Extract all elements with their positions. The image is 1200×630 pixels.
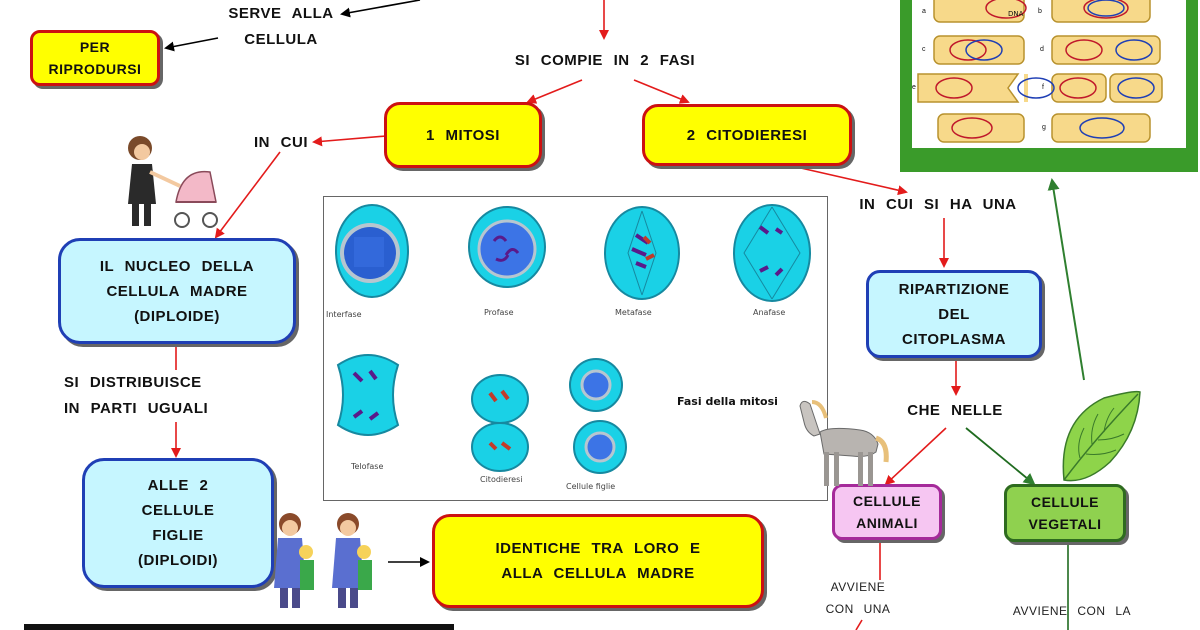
letter-d: d [1040,46,1044,53]
mitosis-illustration [335,204,811,474]
letter-g: g [1042,124,1046,131]
in-cui-label: IN CUI [254,134,308,151]
che-nelle-label: CHE NELLE [907,402,1003,419]
horse-illustration [799,400,889,486]
cellule-vegetali-box: CELLULE VEGETALI [1004,484,1126,542]
cellule-figlie-box: ALLE 2 CELLULE FIGLIE (DIPLOIDI) [82,458,274,588]
arrow-to-in-cui [312,135,387,147]
telofase-cell [336,354,400,436]
citodieresi-cells [471,374,529,472]
label-cellule-figlie: Cellule figlie [566,482,616,491]
label-telofase: Telofase [351,462,384,471]
label-interfase: Interfase [326,310,362,319]
mitosis-figure-title: Fasi della mitosi [677,395,778,408]
arrow-to-citodieresi [633,79,690,104]
line-animali-down-2 [855,619,863,630]
in-cui-si-ha-una-label: IN CUI SI HA UNA [859,196,1017,213]
cellule-figlie-cells [569,358,627,474]
mitosis-phases-figure: Interfase Profase Metafase Anafase Telof… [323,196,828,501]
label-citodieresi: Citodieresi [480,475,523,484]
arrow-to-cellule-animali [884,427,947,486]
label-profase: Profase [484,308,514,317]
profase-cell [468,206,546,288]
serve-alla-cellula-label: SERVE ALLA CELLULA [228,5,334,48]
cell-division-illustration [917,0,1163,143]
cellule-animali-box: CELLULE ANIMALI [832,484,942,540]
mother-with-pram-illustration [128,136,218,228]
arrow-to-in-cui-si-ha-una [791,165,908,196]
si-compie-label: SI COMPIE IN 2 FASI [514,52,696,69]
mitosi-box: 1 MITOSI [384,102,542,168]
interfase-cell [335,204,409,298]
arrow-to-per-riprodursi [164,37,219,52]
leaf-illustration [1062,390,1141,482]
metafase-cell [604,206,680,300]
letter-a: a [922,8,926,15]
per-riprodursi-box: PER RIPRODURSI [30,30,160,86]
letter-f: f [1042,84,1044,91]
ripartizione-citoplasma-box: RIPARTIZIONE DEL CITOPLASMA [866,270,1042,358]
label-metafase: Metafase [615,308,652,317]
avviene-con-la-label: AVVIENE CON LA [1012,604,1132,618]
letter-b: b [1038,8,1042,15]
nucleo-cellula-madre-box: IL NUCLEO DELLA CELLULA MADRE (DIPLOIDE) [58,238,296,344]
arrow-to-cellule-vegetali [965,427,1036,486]
citodieresi-box: 2 CITODIERESI [642,104,852,166]
parents-with-children-illustration [274,513,372,608]
cell-division-figure: DNA a b c d e f g [900,0,1198,172]
arrow-to-division-figure [1047,178,1085,381]
arrow-to-nucleo [214,151,281,239]
letter-e: e [912,84,916,91]
dna-label: DNA [1008,10,1024,18]
identiche-box: IDENTICHE TRA LORO E ALLA CELLULA MADRE [432,514,764,608]
bottom-bar [24,624,454,630]
label-anafase: Anafase [753,308,786,317]
letter-c: c [922,46,926,53]
arrow-to-serve [340,0,421,18]
avviene-con-una-label: AVVIENE CON UNA [825,580,891,616]
anafase-cell [733,204,811,302]
si-distribuisce-label: SI DISTRIBUISCE IN PARTI UGUALI [64,374,209,417]
arrow-to-mitosi [526,79,583,104]
